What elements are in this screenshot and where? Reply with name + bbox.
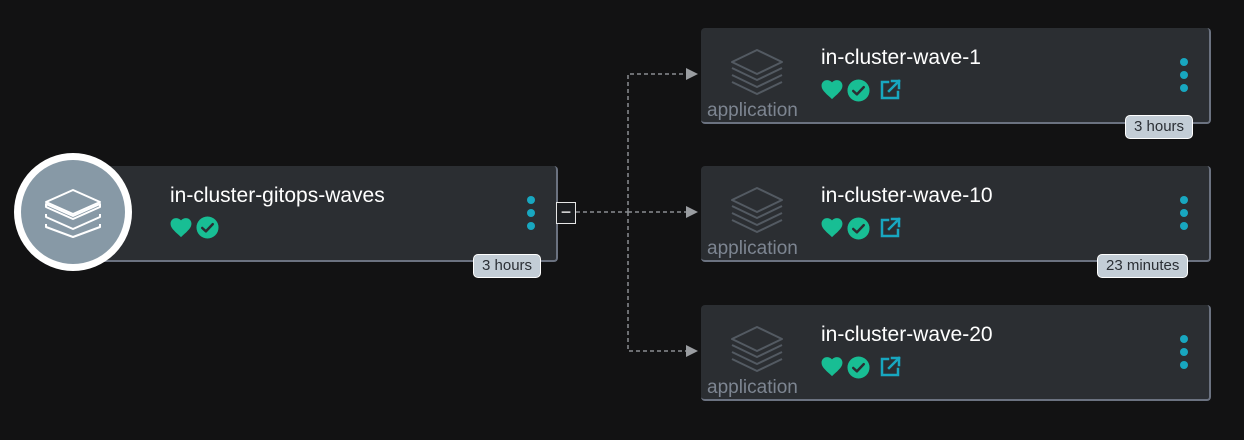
child-kind-label: application [707, 238, 798, 259]
edge-arrow-wave-10 [686, 206, 698, 218]
external-link-icon[interactable] [878, 355, 902, 379]
root-age-badge: 3 hours [473, 254, 542, 278]
root-kebab-menu-icon[interactable] [525, 196, 537, 230]
layers-icon [731, 326, 783, 372]
external-link-icon[interactable] [878, 216, 902, 240]
root-node-icon-circle[interactable] [14, 153, 132, 271]
child-age-badge: 3 hours [1125, 115, 1194, 139]
check-circle-icon [847, 355, 870, 379]
child-status-row [821, 355, 902, 379]
child-age-badge: 23 minutes [1097, 254, 1189, 278]
root-status-row [170, 216, 219, 239]
edge-arrow-wave-1 [686, 68, 698, 80]
child-application-title[interactable]: in-cluster-wave-20 [821, 323, 993, 346]
child-application-title[interactable]: in-cluster-wave-1 [821, 46, 981, 69]
edge-to-wave-20 [627, 212, 688, 352]
check-circle-icon [847, 216, 870, 240]
child-application-node[interactable]: application in-cluster-wave-20 [701, 305, 1211, 401]
child-application-node[interactable]: application in-cluster-wave-10 [701, 166, 1211, 262]
external-link-icon[interactable] [878, 78, 902, 102]
check-circle-icon [196, 216, 219, 239]
check-circle-icon [847, 78, 870, 102]
layers-icon [731, 187, 783, 233]
root-application-title[interactable]: in-cluster-gitops-waves [170, 184, 385, 207]
child-kebab-menu-icon[interactable] [1178, 58, 1190, 92]
edge-arrow-wave-20 [686, 345, 698, 357]
edge-to-wave-1 [627, 73, 688, 212]
child-application-node[interactable]: application in-cluster-wave-1 [701, 28, 1211, 124]
child-status-row [821, 216, 902, 240]
layers-icon [45, 189, 101, 238]
child-kebab-menu-icon[interactable] [1178, 335, 1190, 369]
child-kebab-menu-icon[interactable] [1178, 196, 1190, 230]
child-application-title[interactable]: in-cluster-wave-10 [821, 184, 993, 207]
root-node-icon-inner [21, 160, 125, 264]
heart-icon [821, 80, 843, 100]
layers-icon [731, 49, 783, 95]
collapse-toggle-button[interactable]: − [556, 202, 576, 224]
child-kind-label: application [707, 100, 798, 121]
heart-icon [170, 217, 192, 237]
child-status-row [821, 78, 902, 102]
heart-icon [821, 218, 843, 238]
root-application-node[interactable]: in-cluster-gitops-waves [60, 166, 558, 262]
child-kind-label: application [707, 377, 798, 398]
heart-icon [821, 357, 843, 377]
